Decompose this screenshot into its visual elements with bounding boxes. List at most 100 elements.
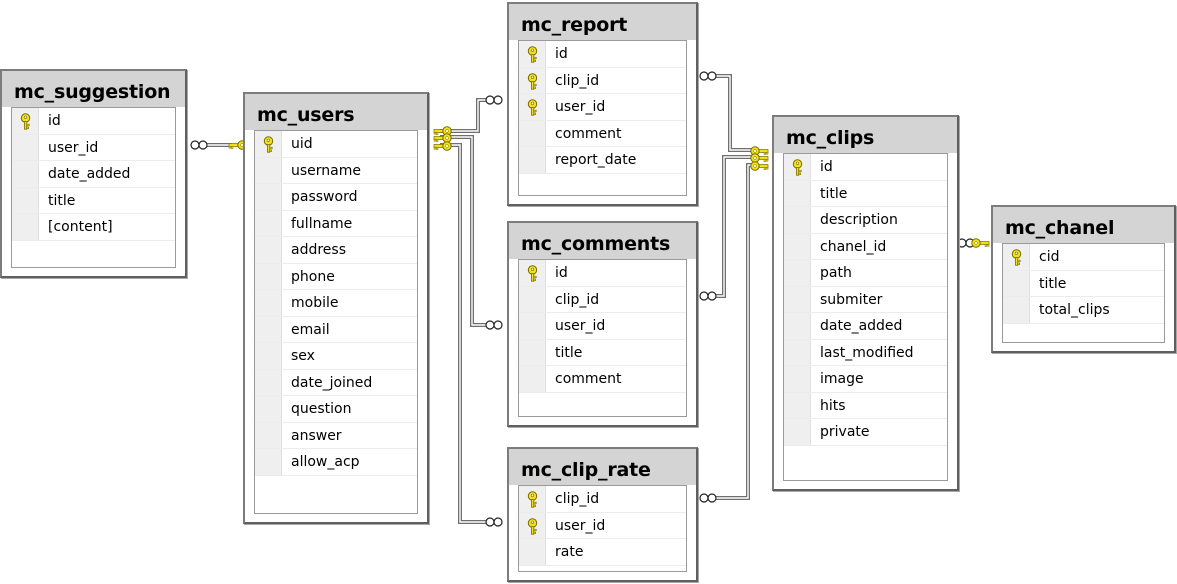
row-selector[interactable] — [519, 147, 546, 173]
column-row[interactable]: hits — [784, 392, 947, 419]
row-selector[interactable] — [784, 233, 811, 259]
column-row[interactable]: clip_id — [519, 486, 686, 513]
column-row[interactable]: user_id — [519, 313, 686, 340]
column-row[interactable]: uid — [255, 131, 417, 158]
column-row[interactable]: question — [255, 396, 417, 423]
row-selector[interactable] — [784, 207, 811, 233]
row-selector[interactable] — [519, 260, 546, 286]
column-row[interactable]: username — [255, 157, 417, 184]
column-row[interactable]: title — [519, 339, 686, 366]
column-row[interactable]: address — [255, 237, 417, 264]
row-selector[interactable] — [255, 449, 282, 475]
column-row[interactable]: title — [784, 180, 947, 207]
column-row[interactable]: date_joined — [255, 369, 417, 396]
row-selector[interactable] — [12, 108, 39, 134]
column-row[interactable]: email — [255, 316, 417, 343]
row-selector[interactable] — [12, 161, 39, 187]
row-selector[interactable] — [519, 120, 546, 146]
row-selector[interactable] — [12, 214, 39, 240]
row-selector[interactable] — [784, 286, 811, 312]
row-selector[interactable] — [519, 313, 546, 339]
row-selector[interactable] — [255, 422, 282, 448]
row-selector[interactable] — [255, 131, 282, 157]
row-selector[interactable] — [784, 339, 811, 365]
row-selector[interactable] — [255, 237, 282, 263]
column-row[interactable]: date_added — [12, 161, 175, 188]
row-selector[interactable] — [255, 157, 282, 183]
column-row[interactable]: cid — [1003, 244, 1164, 271]
table-header[interactable]: mc_comments — [509, 223, 696, 259]
column-row[interactable]: [content] — [12, 214, 175, 241]
row-selector[interactable] — [784, 154, 811, 180]
row-selector[interactable] — [519, 67, 546, 93]
row-selector[interactable] — [519, 286, 546, 312]
column-row[interactable]: submiter — [784, 286, 947, 313]
table-header[interactable]: mc_chanel — [993, 207, 1174, 243]
row-selector[interactable] — [12, 134, 39, 160]
row-selector[interactable] — [784, 366, 811, 392]
column-row[interactable]: chanel_id — [784, 233, 947, 260]
column-row[interactable]: comment — [519, 366, 686, 393]
column-row[interactable]: last_modified — [784, 339, 947, 366]
column-row[interactable]: rate — [519, 539, 686, 566]
row-selector[interactable] — [255, 343, 282, 369]
column-row[interactable]: date_added — [784, 313, 947, 340]
column-row[interactable]: allow_acp — [255, 449, 417, 476]
row-selector[interactable] — [255, 316, 282, 342]
column-row[interactable]: fullname — [255, 210, 417, 237]
column-row[interactable]: description — [784, 207, 947, 234]
column-row[interactable]: user_id — [519, 94, 686, 121]
column-row[interactable]: comment — [519, 120, 686, 147]
table-header[interactable]: mc_clips — [774, 117, 957, 153]
column-row[interactable]: sex — [255, 343, 417, 370]
column-row[interactable]: id — [784, 154, 947, 181]
row-selector[interactable] — [784, 260, 811, 286]
column-row[interactable]: mobile — [255, 290, 417, 317]
row-selector[interactable] — [1003, 297, 1030, 323]
row-selector[interactable] — [784, 180, 811, 206]
column-row[interactable]: user_id — [12, 134, 175, 161]
column-row[interactable]: clip_id — [519, 286, 686, 313]
column-row[interactable]: report_date — [519, 147, 686, 174]
table-header[interactable]: mc_users — [245, 94, 427, 130]
row-selector[interactable] — [255, 210, 282, 236]
row-selector[interactable] — [1003, 270, 1030, 296]
row-selector[interactable] — [519, 41, 546, 67]
column-row[interactable]: phone — [255, 263, 417, 290]
row-selector[interactable] — [519, 512, 546, 538]
row-selector[interactable] — [519, 539, 546, 565]
column-row[interactable]: path — [784, 260, 947, 287]
column-row[interactable]: total_clips — [1003, 297, 1164, 324]
row-selector[interactable] — [255, 369, 282, 395]
column-row[interactable]: user_id — [519, 512, 686, 539]
row-selector[interactable] — [255, 263, 282, 289]
row-selector[interactable] — [1003, 244, 1030, 270]
row-selector[interactable] — [255, 396, 282, 422]
column-row[interactable]: title — [1003, 270, 1164, 297]
row-selector[interactable] — [255, 184, 282, 210]
column-row[interactable]: image — [784, 366, 947, 393]
row-selector[interactable] — [784, 313, 811, 339]
column-row[interactable]: password — [255, 184, 417, 211]
column-row[interactable]: id — [12, 108, 175, 135]
row-selector[interactable] — [784, 419, 811, 445]
column-row[interactable]: clip_id — [519, 67, 686, 94]
table-header[interactable]: mc_report — [509, 4, 696, 40]
column-row[interactable]: private — [784, 419, 947, 446]
table-header[interactable]: mc_suggestion — [2, 71, 185, 107]
column-row[interactable]: id — [519, 260, 686, 287]
table-header[interactable]: mc_clip_rate — [509, 449, 696, 485]
column-row[interactable]: title — [12, 187, 175, 214]
column-row[interactable]: id — [519, 41, 686, 68]
row-selector[interactable] — [519, 339, 546, 365]
row-selector[interactable] — [519, 366, 546, 392]
row-selector[interactable] — [12, 187, 39, 213]
row-selector[interactable] — [519, 94, 546, 120]
